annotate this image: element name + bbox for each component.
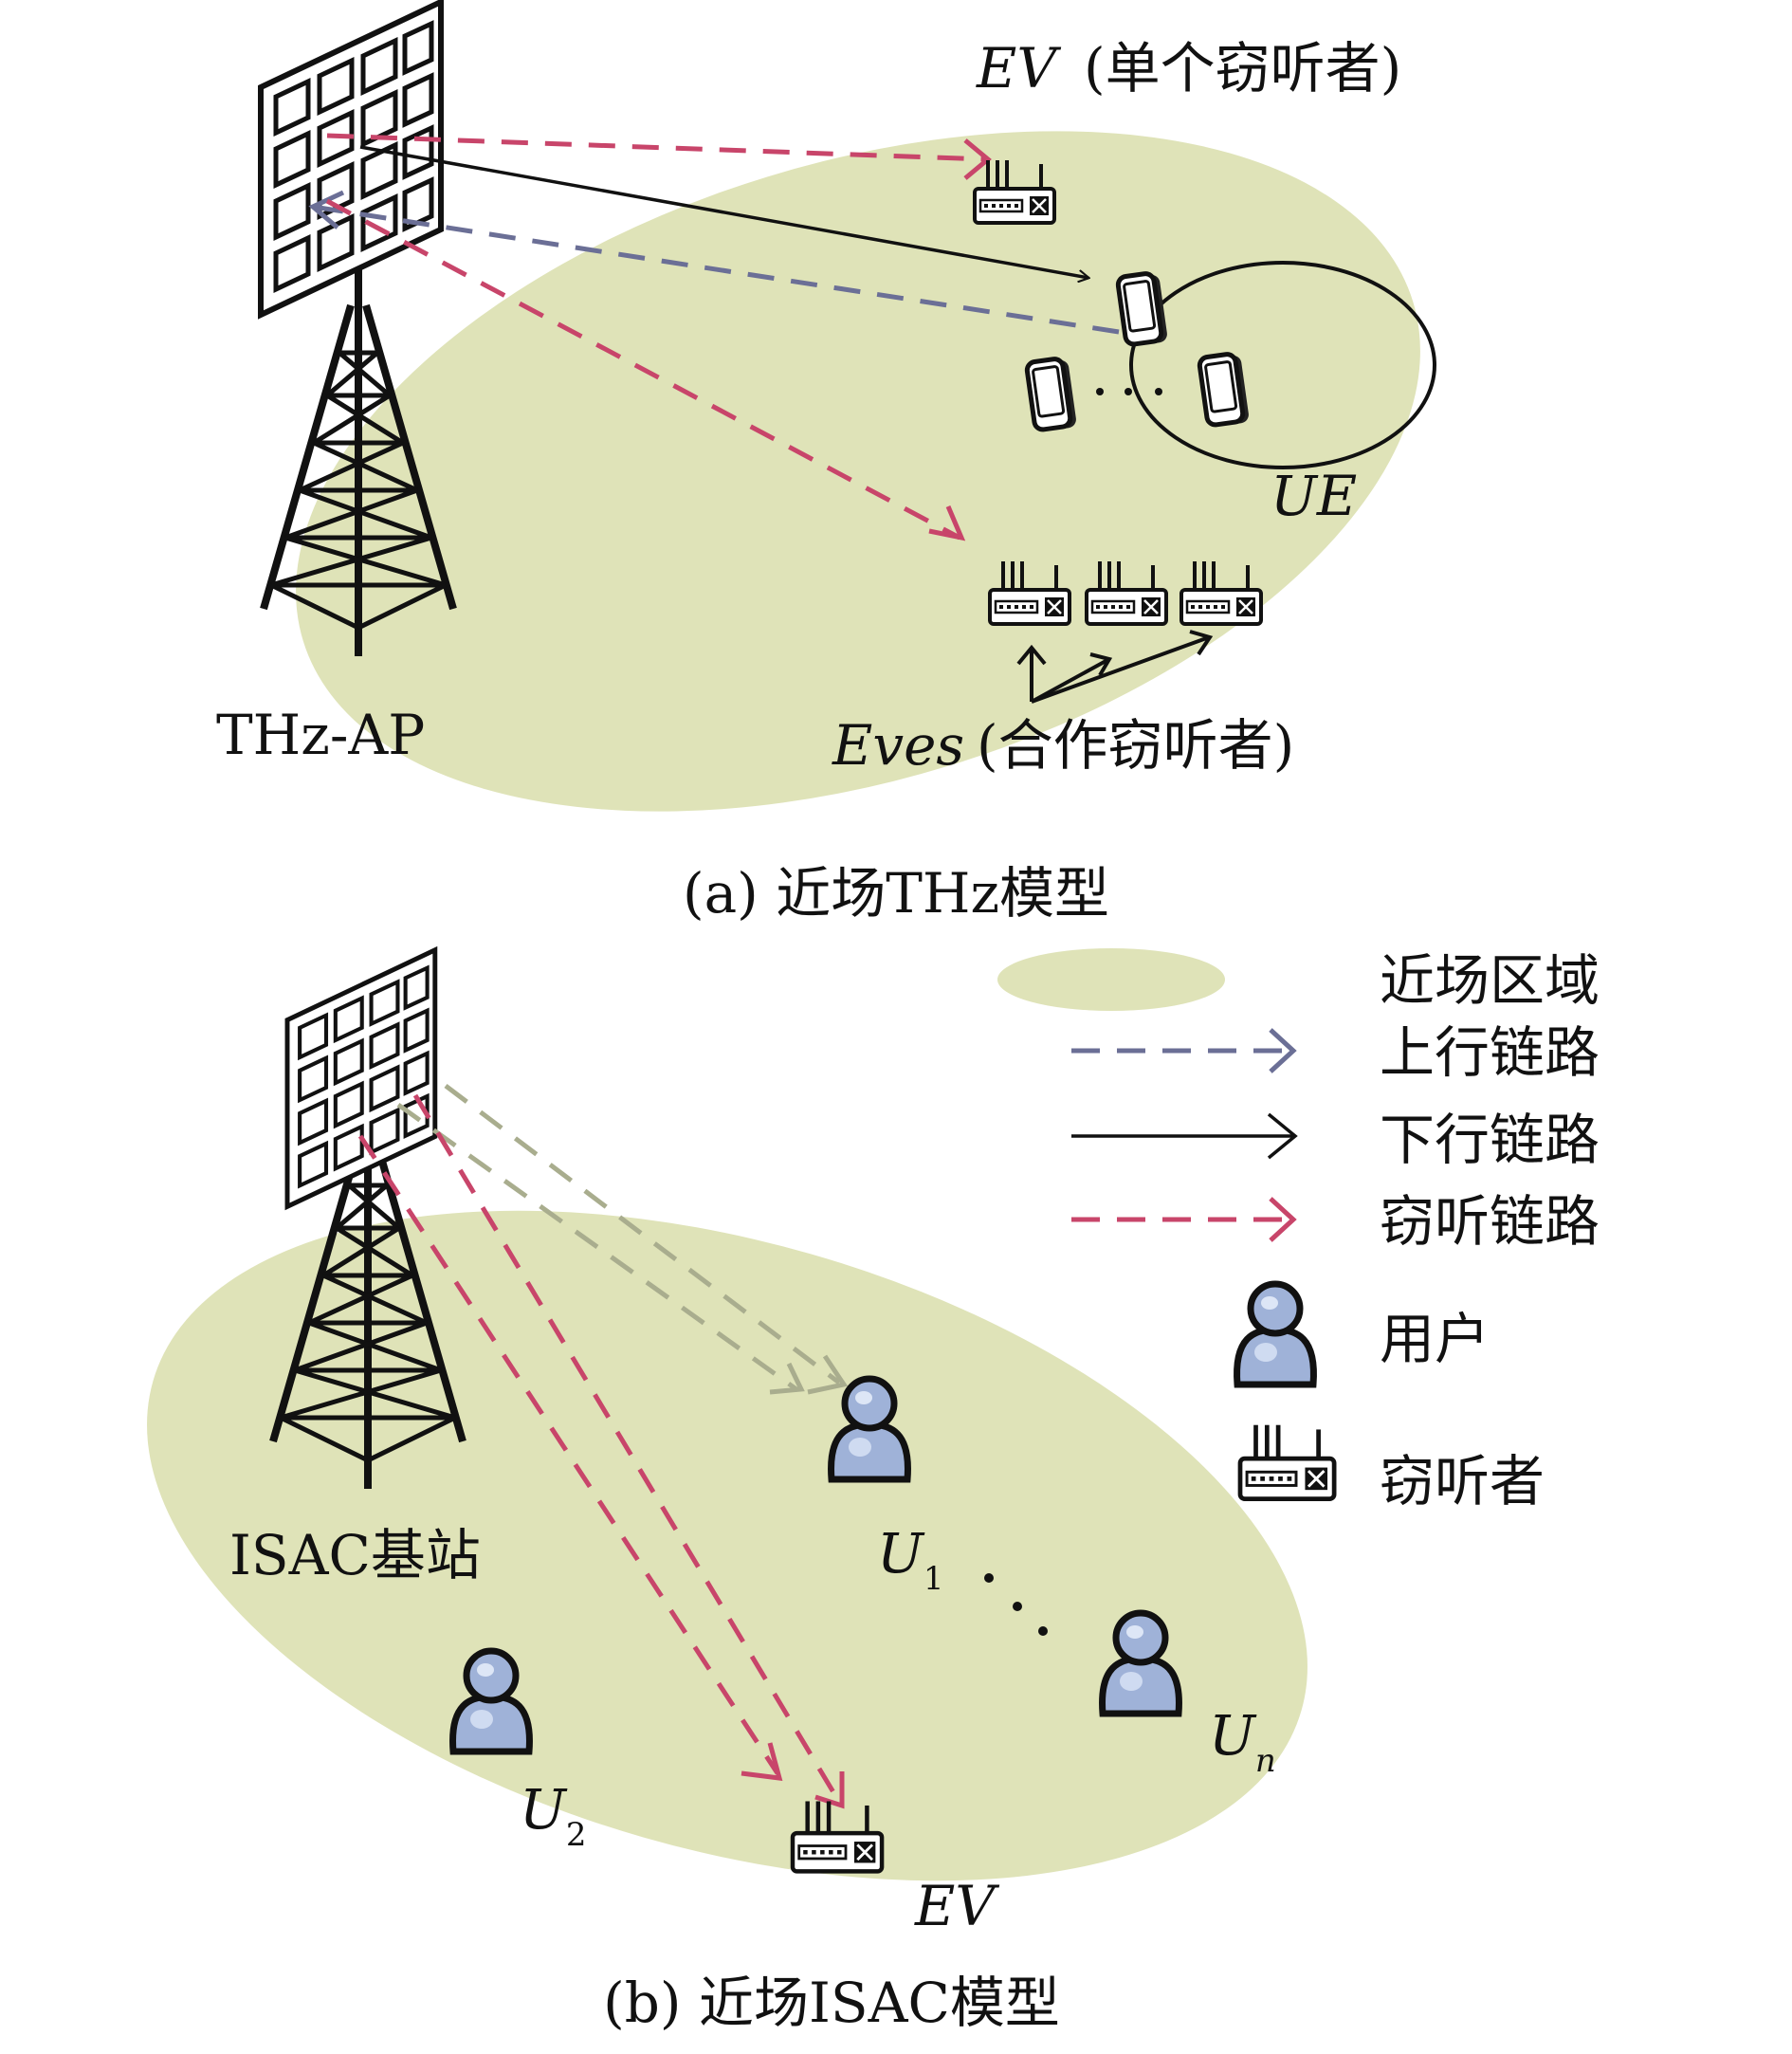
- ap-label: THz-AP: [216, 703, 425, 767]
- user-icon: [1237, 1284, 1314, 1385]
- u2-main: U: [520, 1777, 568, 1842]
- eavesdrop-link-ev: [326, 133, 987, 162]
- eves-pointer-arrows: [1016, 630, 1214, 704]
- bs-label: ISAC基站: [229, 1523, 481, 1587]
- eves-note: (合作窃听者): [977, 713, 1294, 778]
- caption-b: (b) 近场ISAC模型: [603, 1971, 1060, 2035]
- legend-eavesdropper: 窃听者: [1380, 1449, 1545, 1513]
- eavesdrop-arrowhead-eves: [928, 505, 966, 541]
- uplink-arrowhead: [308, 190, 345, 229]
- eavesdrop-link-ev-b1: [357, 1134, 780, 1775]
- legend: 近场区域 上行链路 下行链路 窃听链路 用户 窃听者: [997, 948, 1600, 1513]
- panel-a: EV (单个窃听者) UE THz-AP Eves (合作窃听者) (a) 近场…: [216, 2, 1436, 926]
- antenna-array-icon: [287, 950, 435, 1207]
- caption-a: (a) 近场THz模型: [683, 861, 1109, 926]
- antenna-array-icon: [261, 2, 441, 315]
- un-sub: n: [1255, 1742, 1276, 1780]
- legend-uplink: 上行链路: [1380, 1020, 1600, 1085]
- legend-uplink-arrowhead: [1269, 1028, 1297, 1073]
- ellipsis-dots: [984, 1573, 1048, 1636]
- uplink-u1-b: [396, 1102, 798, 1392]
- eavesdrop-link-eves: [325, 198, 961, 541]
- u2-label: U2: [520, 1777, 587, 1854]
- eavesdrop-arrowhead-b1: [741, 1742, 783, 1781]
- ellipsis-dots: [1096, 388, 1162, 395]
- legend-near-field-swatch: [997, 948, 1225, 1011]
- panel-b: ISAC基站 U1 U2 Un EV (b) 近场ISAC模型: [147, 950, 1307, 2035]
- ev-note-a: (单个窃听者): [1084, 36, 1401, 101]
- router-icon: [1240, 1425, 1334, 1499]
- u1-main: U: [877, 1521, 925, 1586]
- legend-downlink-arrowhead: [1267, 1112, 1298, 1160]
- legend-near-field: 近场区域: [1380, 948, 1600, 1013]
- uplink-ue: [312, 204, 1120, 335]
- legend-eavesdrop-arrowhead: [1269, 1197, 1297, 1242]
- ev-label-b: EV: [914, 1874, 999, 1938]
- un-label: Un: [1209, 1703, 1276, 1780]
- ue-label: UE: [1271, 464, 1357, 528]
- un-main: U: [1209, 1703, 1257, 1768]
- uplink-arrowhead-u1: [807, 1354, 849, 1395]
- legend-user: 用户: [1380, 1307, 1490, 1371]
- u2-sub: 2: [566, 1816, 587, 1854]
- ue-group-boundary: [1129, 261, 1436, 469]
- eves-label: Eves: [832, 713, 964, 778]
- near-field-region-b: [147, 1210, 1307, 1881]
- uplink-u1-a: [444, 1084, 841, 1385]
- legend-downlink: 下行链路: [1380, 1108, 1600, 1172]
- eavesdrop-arrowhead-ev: [963, 138, 992, 180]
- eavesdrop-arrowhead-b2: [814, 1771, 845, 1809]
- downlink-ue: [359, 145, 1088, 278]
- eavesdrop-link-ev-b2: [412, 1093, 842, 1804]
- u1-sub: 1: [923, 1560, 944, 1598]
- u1-label: U1: [877, 1521, 944, 1598]
- ev-label-a: EV: [976, 36, 1061, 101]
- uplink-arrowhead-u1-2: [769, 1362, 805, 1395]
- legend-eavesdrop: 窃听链路: [1380, 1189, 1600, 1254]
